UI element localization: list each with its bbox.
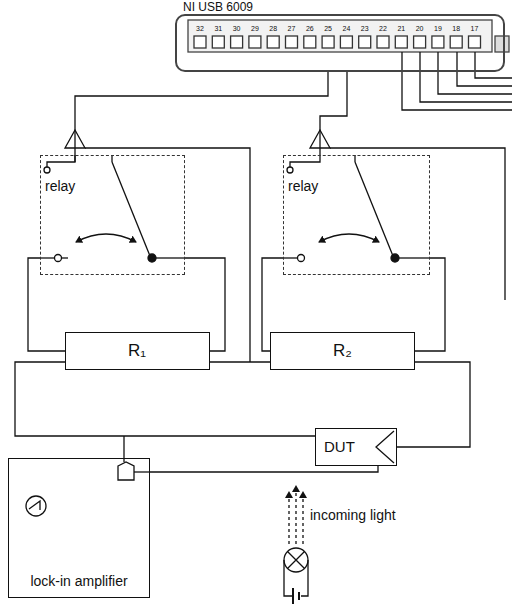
wire: [330, 148, 505, 300]
terminal-screw: [249, 36, 261, 48]
pin-number: 26: [306, 25, 314, 32]
relay-contacts: [283, 155, 430, 262]
pin-number: 32: [196, 25, 204, 32]
node-label: R₁: [128, 341, 146, 361]
wire: [320, 72, 347, 155]
oscillator-symbol: [29, 501, 40, 510]
terminal-screw: [212, 36, 224, 48]
wire: [284, 560, 292, 596]
relay-contacts: [40, 155, 185, 262]
resistor-symbol: R₂: [270, 332, 415, 370]
resistor-symbol: R₁: [65, 332, 210, 370]
pin-number: 21: [397, 25, 405, 32]
wire: [15, 362, 315, 436]
lamp-symbol: [288, 552, 305, 569]
relay-box: relay: [283, 155, 430, 275]
wire: [402, 52, 512, 110]
terminal-screw: [377, 36, 389, 48]
pin-number: 24: [343, 25, 351, 32]
node-label: lock-in amplifier: [29, 573, 129, 589]
pin-number: 22: [379, 25, 387, 32]
pin-number: 29: [251, 25, 259, 32]
lock-in-box: lock-in amplifier: [8, 458, 150, 598]
usb-port: [495, 36, 509, 52]
pin-number: 17: [471, 25, 479, 32]
node-label: relay: [45, 178, 75, 194]
battery-symbol: [298, 592, 300, 600]
terminal-screw: [395, 36, 407, 48]
pin-number: 27: [288, 25, 296, 32]
photodetector-box: DUT: [315, 428, 397, 466]
terminal-screw: [450, 36, 462, 48]
node-label: NI USB 6009: [183, 1, 253, 15]
pin-number: 25: [324, 25, 332, 32]
wire: [415, 258, 445, 351]
pin-number: 19: [434, 25, 442, 32]
pin-number: 30: [233, 25, 241, 32]
node-label: R₂: [333, 341, 352, 361]
battery-symbol: [292, 588, 294, 604]
terminal-screw: [304, 36, 316, 48]
oscillator-symbol: [26, 496, 46, 516]
pin-number: 23: [361, 25, 369, 32]
wire: [75, 72, 328, 155]
terminal-screw: [286, 36, 298, 48]
terminal-screws: [194, 36, 481, 48]
terminal-screw: [340, 36, 352, 48]
wire: [420, 52, 512, 102]
wire: [438, 52, 512, 94]
pin-number: 20: [416, 25, 424, 32]
wire: [301, 560, 308, 596]
pin-number: 28: [269, 25, 277, 32]
pin-number: 18: [452, 25, 460, 32]
terminal-screw: [432, 36, 444, 48]
terminal-screw: [231, 36, 243, 48]
terminal-screw: [194, 36, 206, 48]
daq-device: NI USB 6009: [175, 14, 505, 72]
terminal-screw: [469, 36, 481, 48]
wire: [475, 52, 512, 78]
terminal-screw: [414, 36, 426, 48]
terminal-screw: [359, 36, 371, 48]
lamp-symbol: [284, 548, 308, 572]
input-connector: [118, 462, 134, 480]
pin-number: 31: [214, 25, 222, 32]
terminal-screw: [267, 36, 279, 48]
wire: [28, 258, 65, 351]
node-label: DUT: [324, 438, 355, 455]
terminal-screw: [322, 36, 334, 48]
node-label: relay: [288, 178, 318, 194]
light-rays: [289, 486, 303, 544]
wire: [210, 361, 270, 362]
wire: [85, 148, 250, 362]
relay-box: relay: [40, 155, 185, 275]
wire: [397, 362, 470, 447]
wire: [134, 471, 150, 472]
terminal-strip: [188, 20, 492, 52]
wire: [150, 466, 378, 472]
light-label: incoming light: [310, 508, 396, 522]
